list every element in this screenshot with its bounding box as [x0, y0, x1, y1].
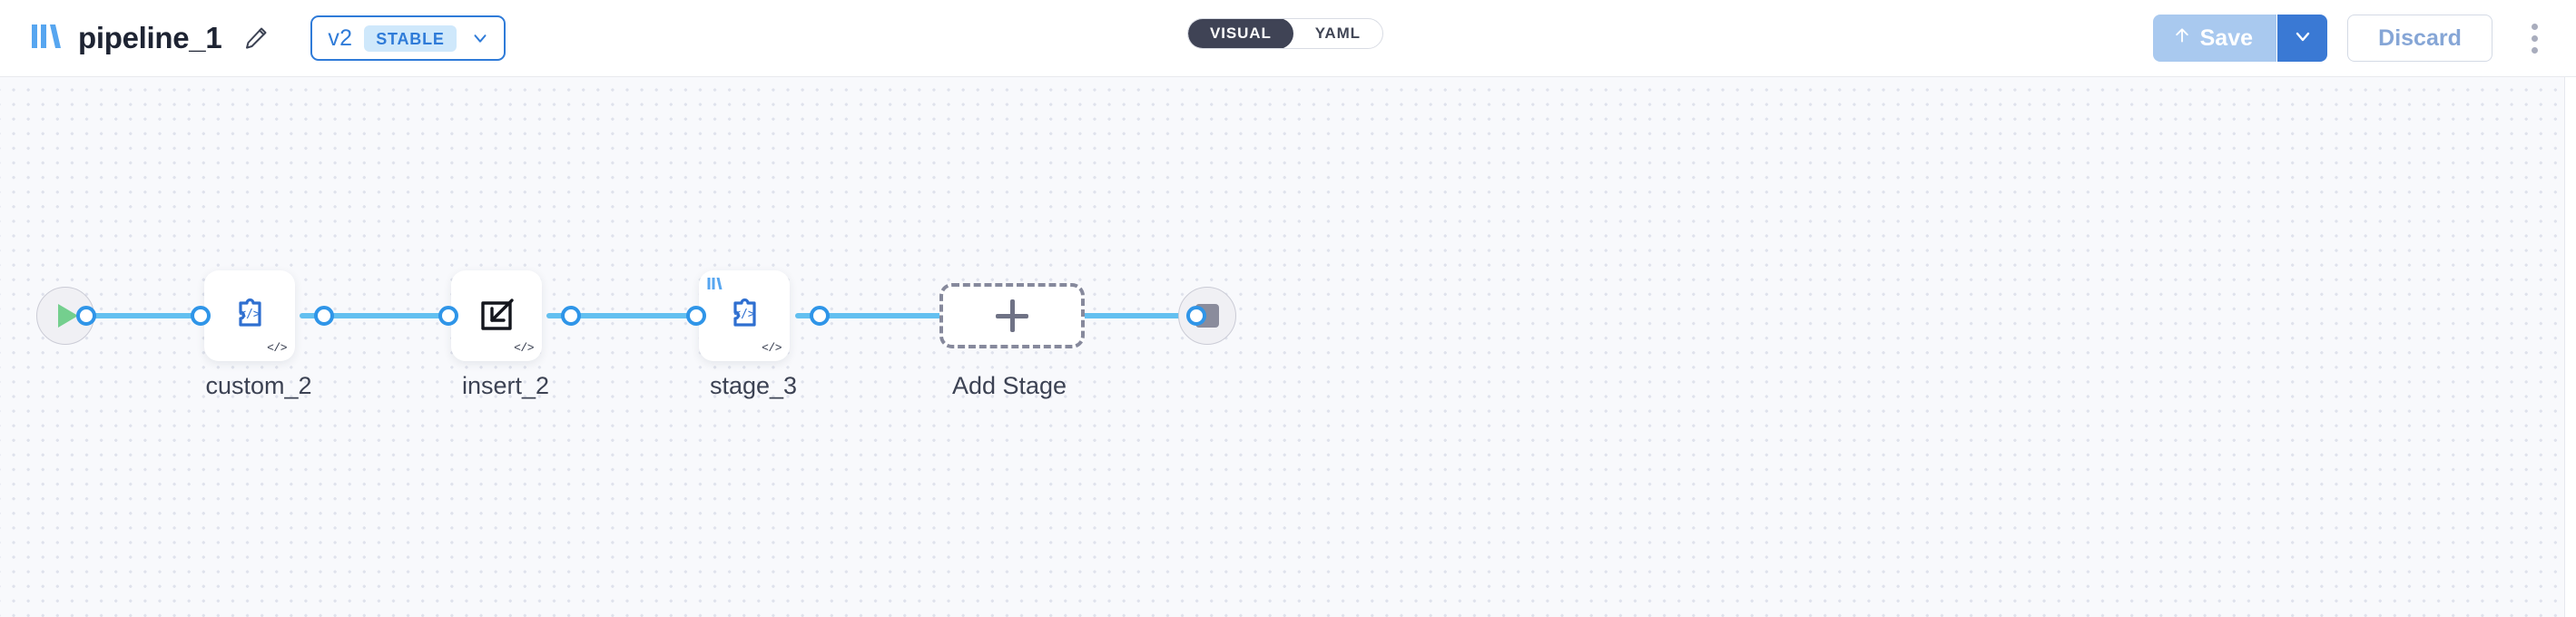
status-badge: STABLE: [364, 24, 457, 52]
canvas-scrollbar-gutter[interactable]: [2564, 77, 2576, 617]
port-stage3-input[interactable]: [686, 306, 706, 326]
header-actions: Save Discard: [2152, 15, 2552, 62]
kebab-menu-icon[interactable]: [2516, 15, 2552, 62]
chevron-down-icon[interactable]: [468, 26, 492, 50]
kebab-dot: [2531, 34, 2538, 42]
chevron-down-icon: [2292, 25, 2314, 52]
discard-button[interactable]: Discard: [2347, 15, 2492, 62]
brand-group: pipeline_1: [31, 21, 222, 55]
edge-addstage-to-end[interactable]: [1080, 313, 1198, 318]
edge-custom2-to-insert2[interactable]: [300, 313, 472, 318]
pipeline-canvas[interactable]: </> </> custom_2 </> insert_2: [0, 77, 2576, 617]
pipeline-bars-logo-icon: [31, 23, 62, 54]
puzzle-code-icon: </>: [228, 292, 271, 340]
svg-text:</>: </>: [733, 308, 755, 321]
kebab-dot: [2531, 23, 2538, 30]
tab-visual[interactable]: VISUAL: [1188, 19, 1293, 48]
port-insert2-input[interactable]: [438, 306, 458, 326]
edge-insert2-to-stage3[interactable]: [546, 313, 719, 318]
code-badge: </>: [514, 341, 534, 355]
edge-stage3-to-addstage[interactable]: [795, 313, 948, 318]
kebab-dot: [2531, 46, 2538, 54]
canvas-grid-background: [0, 77, 2576, 617]
port-custom2-output[interactable]: [314, 306, 334, 326]
stage-label-custom_2: custom_2: [205, 372, 312, 399]
stage-node-stage_3[interactable]: </> </>: [699, 270, 790, 361]
pencil-icon[interactable]: [236, 18, 276, 58]
play-icon: [58, 304, 78, 328]
tab-yaml[interactable]: YAML: [1314, 24, 1361, 42]
svg-text:</>: </>: [239, 308, 261, 321]
plus-icon-vertical: [1009, 299, 1015, 332]
edge-start-to-custom2[interactable]: [87, 313, 212, 318]
upload-arrow-icon: [2173, 25, 2191, 52]
insert-arrow-icon: [475, 292, 518, 340]
stage-label-insert_2: insert_2: [461, 372, 550, 399]
pipeline-bars-logo-icon: [707, 277, 723, 295]
puzzle-code-icon: </>: [723, 292, 766, 340]
view-mode-toggle[interactable]: VISUAL YAML: [1187, 18, 1383, 49]
port-stage3-output[interactable]: [810, 306, 830, 326]
version-selector[interactable]: v2 STABLE: [310, 15, 506, 61]
version-label: v2: [328, 24, 353, 51]
save-button-label: Save: [2199, 24, 2253, 51]
save-dropdown-button[interactable]: [2276, 15, 2327, 62]
port-start-output[interactable]: [76, 306, 96, 326]
stage-node-custom_2[interactable]: </> </>: [204, 270, 295, 361]
stage-label-stage_3: stage_3: [709, 372, 798, 399]
add-stage-button[interactable]: [939, 283, 1085, 348]
code-badge: </>: [267, 341, 287, 355]
port-end-input[interactable]: [1186, 306, 1206, 326]
page-title: pipeline_1: [78, 21, 222, 54]
add-stage-label: Add Stage: [951, 372, 1067, 399]
top-bar: pipeline_1 v2 STABLE VISUAL YAML: [0, 0, 2576, 77]
port-custom2-input[interactable]: [191, 306, 211, 326]
save-button-group: Save: [2152, 15, 2327, 62]
stage-node-insert_2[interactable]: </>: [451, 270, 542, 361]
save-button[interactable]: Save: [2152, 15, 2276, 62]
code-badge: </>: [762, 341, 782, 355]
port-insert2-output[interactable]: [561, 306, 581, 326]
